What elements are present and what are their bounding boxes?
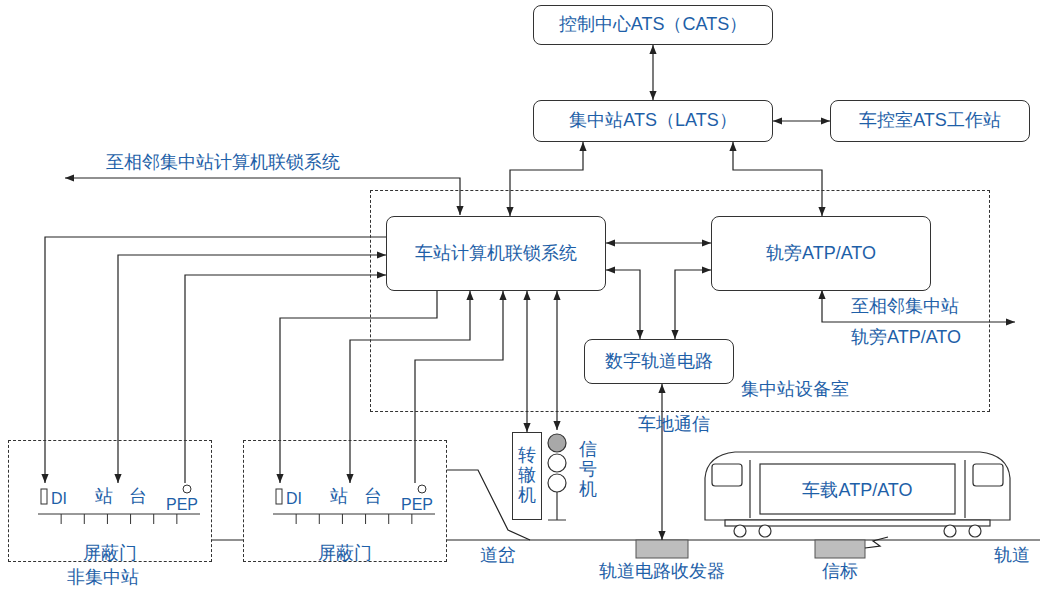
connector	[733, 142, 822, 216]
connector	[773, 120, 830, 121]
connector	[350, 291, 470, 483]
signal-node: 信号机	[543, 430, 598, 525]
node-text: 控制中心ATS（CATS）	[559, 14, 747, 36]
node-text: 非集中站	[67, 567, 139, 589]
leader-line	[65, 178, 460, 215]
node-text: 数字轨道电路	[605, 351, 713, 373]
node-text: 轨道电路收发器	[597, 561, 727, 583]
connector	[606, 242, 711, 243]
system-box: 车站计算机联锁系统	[386, 216, 606, 291]
di-symbol	[276, 489, 282, 504]
connector	[556, 291, 557, 430]
text-label: 轨道	[993, 545, 1031, 567]
node-text: 车载ATP/ATO	[695, 480, 1020, 502]
station-region: DI 站台PEP 屏蔽门	[243, 440, 447, 562]
transceiver-node: 轨道电路收发器	[597, 540, 727, 584]
node-text: 集中站设备室	[741, 379, 849, 401]
connector	[415, 291, 503, 483]
connector	[510, 142, 583, 216]
node-text: 车控室ATS工作站	[859, 110, 1001, 132]
connector	[675, 270, 711, 339]
pep-symbol	[418, 485, 426, 493]
signal-symbol	[548, 434, 566, 520]
node-text: 屏蔽门	[9, 543, 211, 565]
connector	[280, 291, 437, 483]
connector	[661, 384, 662, 540]
connector	[526, 291, 527, 432]
system-box: 轨旁ATP/ATO	[711, 216, 931, 291]
station-region: DI站台PEP屏蔽门非集中站	[8, 440, 212, 562]
node-text: 站台	[330, 486, 398, 508]
system-box: 数字轨道电路	[584, 339, 734, 384]
connector	[606, 270, 640, 339]
leader-line	[822, 290, 1015, 322]
node-text: DI	[51, 489, 67, 508]
node-text: 信号机	[579, 440, 597, 499]
node-text: 转辙机	[518, 446, 536, 505]
system-box: 控制中心ATS（CATS）	[533, 5, 773, 45]
platform-box: DI 站台PEP	[39, 483, 201, 525]
track-line	[212, 539, 1040, 540]
beacon-block	[815, 540, 865, 558]
text-label: 轨旁ATP/ATO	[850, 327, 962, 349]
screen-door-segments	[273, 514, 435, 524]
connector	[45, 237, 386, 483]
switch-machine-box: 转辙机	[512, 432, 542, 520]
screen-door-segments	[38, 514, 200, 524]
platform-box: DI 站台PEP	[274, 483, 436, 525]
node-text: 集中站ATS（LATS）	[569, 110, 736, 132]
node-text: PEP	[401, 495, 433, 514]
system-box: 车控室ATS工作站	[830, 100, 1030, 142]
text-label: 至相邻集中站	[850, 296, 960, 318]
beacon-node: 信标	[815, 540, 865, 584]
node-text: 屏蔽门	[244, 543, 446, 565]
connector	[652, 45, 653, 100]
connector	[118, 255, 386, 483]
node-text: PEP	[166, 495, 198, 514]
di-symbol	[41, 489, 47, 504]
text-label: 车地通信	[637, 414, 657, 436]
node-text: 车站计算机联锁系统	[415, 243, 577, 265]
node-text: DI	[286, 489, 302, 508]
node-text: 轨旁ATP/ATO	[766, 243, 876, 265]
node-text: 信标	[805, 561, 875, 583]
node-text: 站台	[95, 486, 163, 508]
text-label: 道岔	[479, 545, 517, 567]
system-box: 集中站ATS（LATS）	[533, 100, 773, 142]
pep-symbol	[183, 485, 191, 493]
transceiver-block	[636, 540, 688, 558]
train-node: 车载ATP/ATO	[695, 450, 1020, 537]
text-label: 至相邻集中站计算机联锁系统	[105, 152, 341, 174]
connector	[185, 275, 386, 483]
connector	[865, 537, 888, 548]
